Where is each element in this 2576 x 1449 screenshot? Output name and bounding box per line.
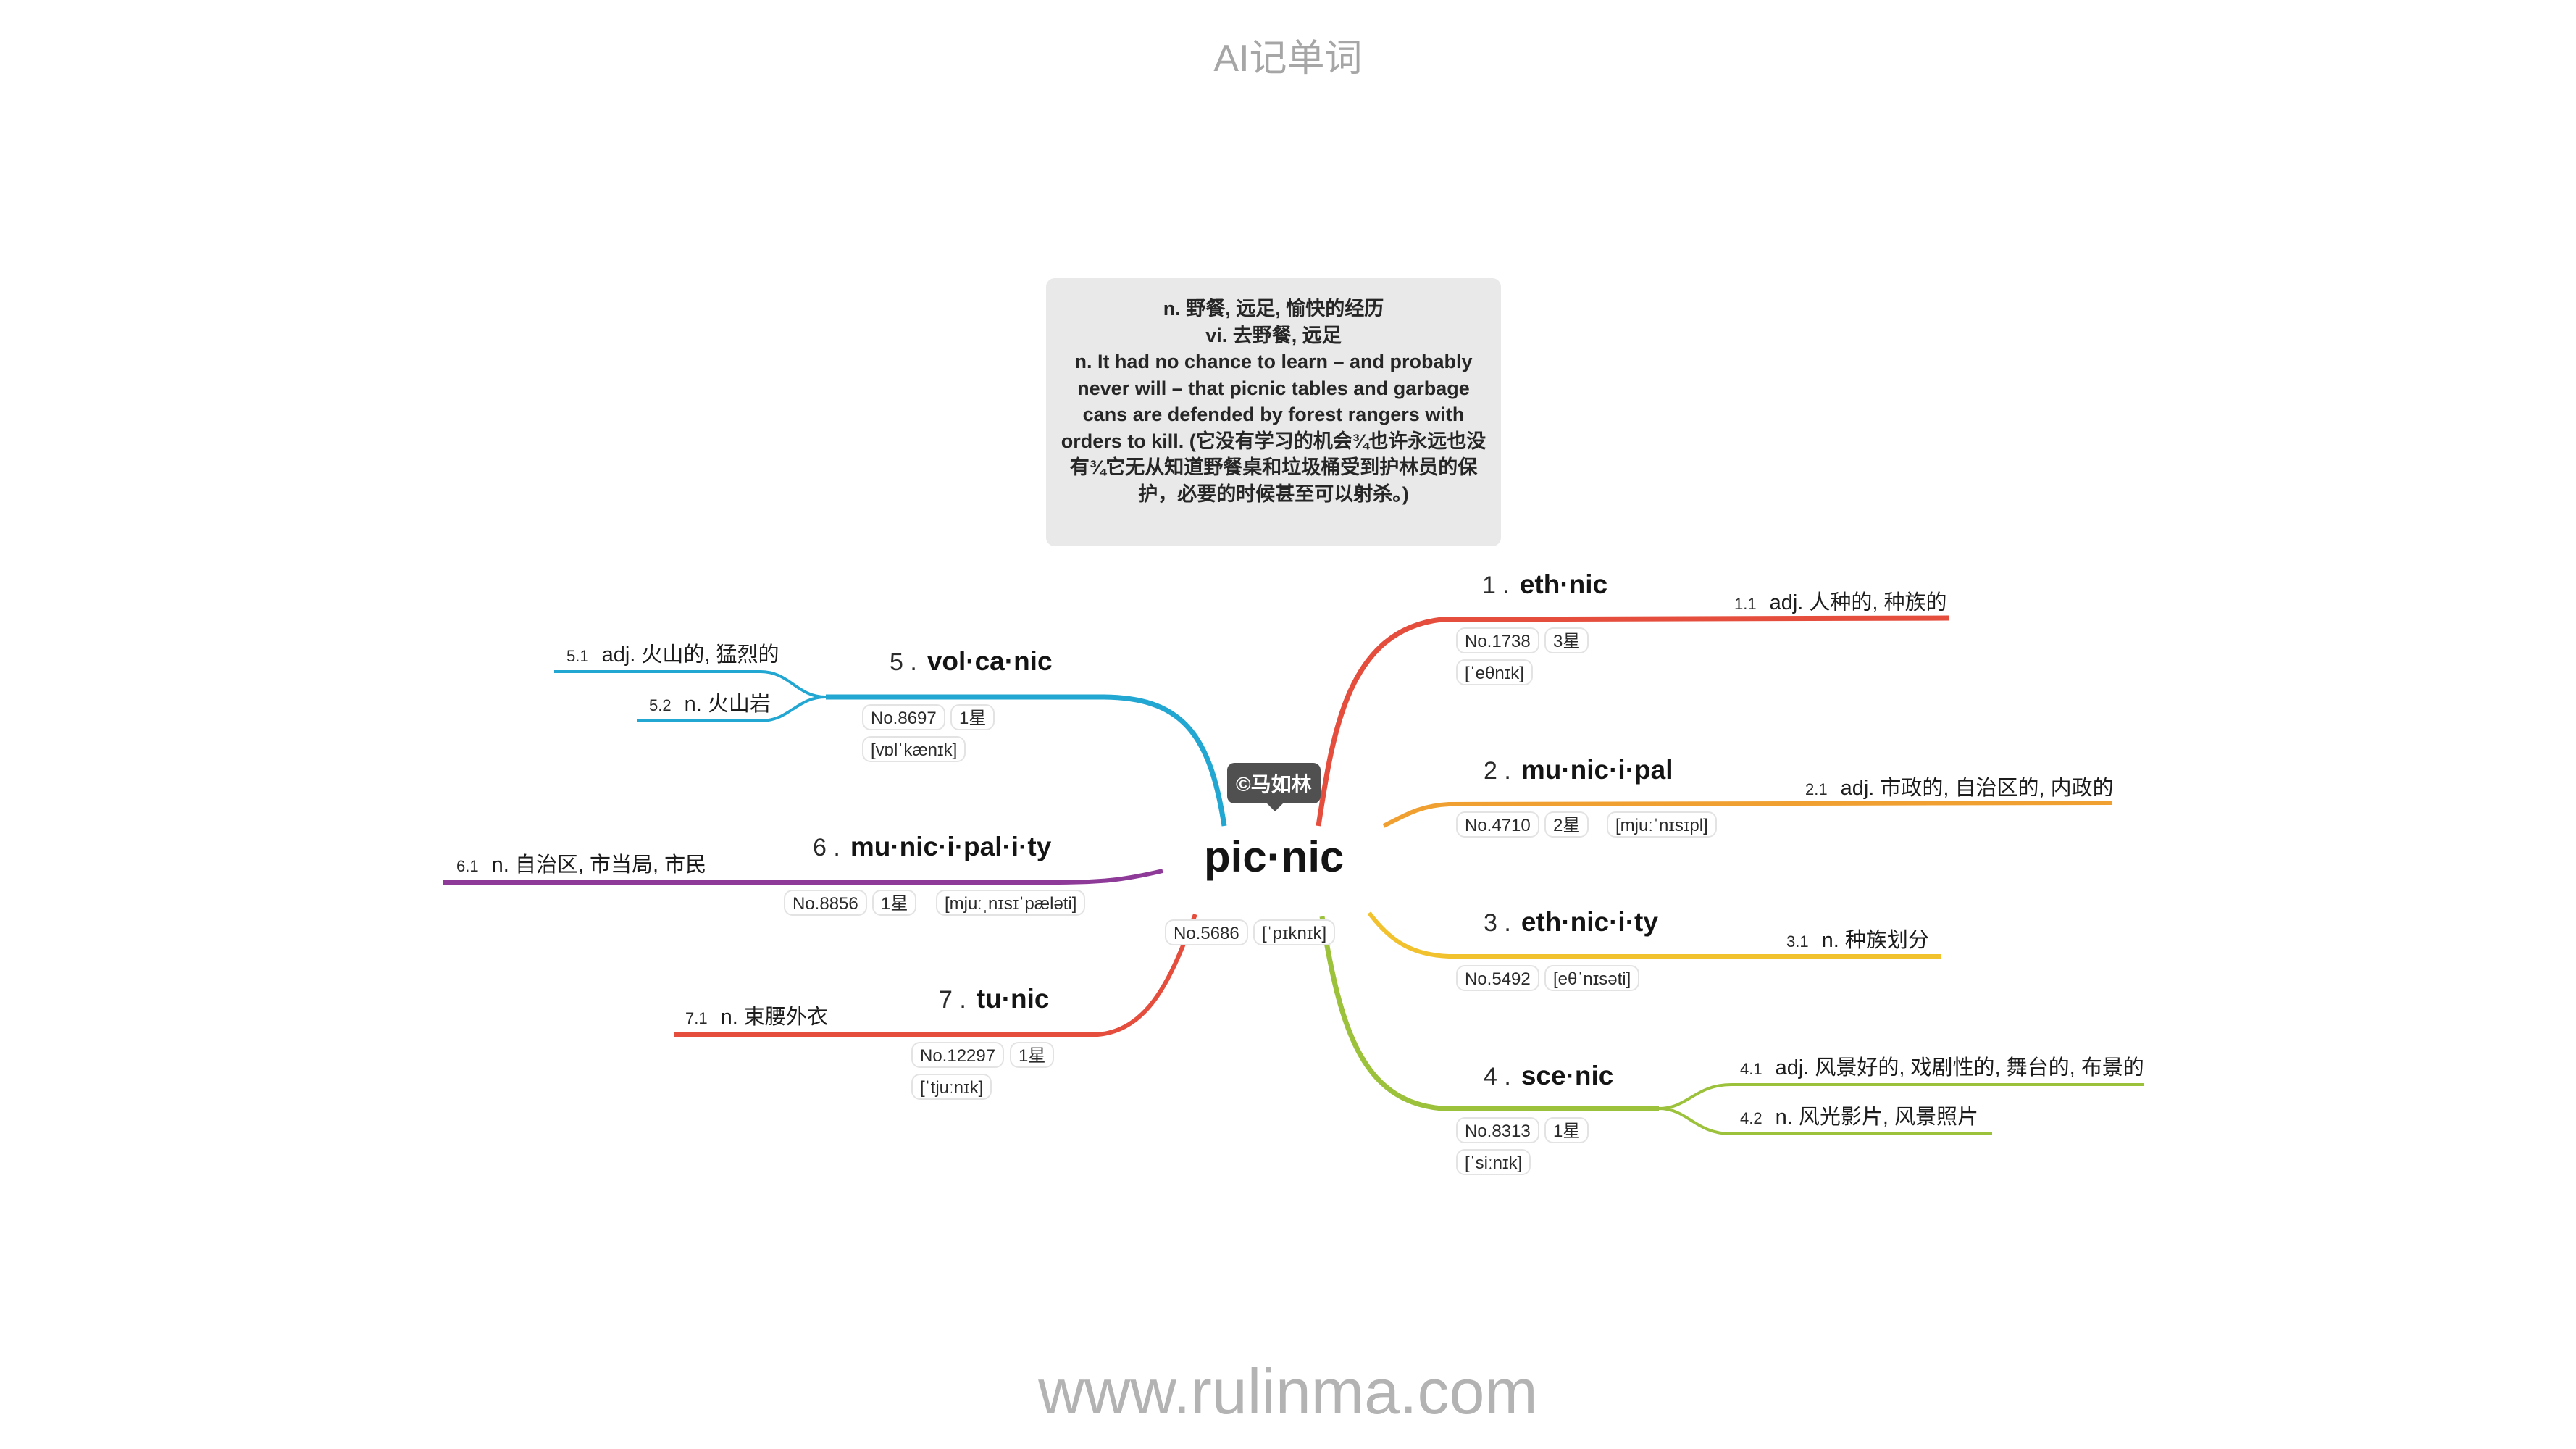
definition-text: adj. 火山的, 猛烈的 bbox=[601, 643, 779, 667]
branch-4-definition-1: 4.1 adj. 风景好的, 戏剧性的, 舞台的, 布景的 bbox=[1740, 1051, 2144, 1081]
branch-7-label: tu·nic bbox=[976, 984, 1050, 1014]
branch-7-phonetic-badge: [ˈtjuːnɪk] bbox=[911, 1074, 992, 1100]
definition-number: 4.1 bbox=[1740, 1060, 1762, 1078]
footer-website: www.rulinma.com bbox=[1038, 1356, 1538, 1427]
branch-2-definition-1: 2.1 adj. 市政的, 自治区的, 内政的 bbox=[1805, 771, 2114, 801]
branch-1-no-badge: No.1738 bbox=[1456, 627, 1539, 653]
definition-number: 5.1 bbox=[566, 647, 589, 665]
center-phonetic-badge: [ˈpɪknɪk] bbox=[1253, 919, 1336, 945]
connector-4-1 bbox=[1658, 1083, 2144, 1110]
note-line: vi. 去野餐, 远足 bbox=[1205, 324, 1342, 346]
branch-4-no-badge: No.8313 bbox=[1456, 1117, 1539, 1143]
branch-3-label: eth·nic·i·ty bbox=[1521, 907, 1658, 937]
connector-5-1 bbox=[554, 670, 827, 698]
branch-7-number: 7 . bbox=[939, 986, 966, 1014]
branch-5-label: vol·ca·nic bbox=[927, 646, 1053, 676]
definition-text: n. 种族划分 bbox=[1821, 929, 1929, 952]
branch-6-no-badge: No.8856 bbox=[784, 890, 867, 916]
branch-1-word: 1 . eth·nic bbox=[1482, 569, 1607, 600]
branch-3-word: 3 . eth·nic·i·ty bbox=[1484, 907, 1658, 938]
branch-3-definition-1: 3.1 n. 种族划分 bbox=[1786, 923, 1929, 953]
branch-4-stars-badge: 1星 bbox=[1544, 1117, 1589, 1143]
connector-5-2 bbox=[637, 696, 827, 722]
branch-6-stars-badge: 1星 bbox=[872, 890, 917, 916]
branch-7-definition-1: 7.1 n. 束腰外衣 bbox=[685, 1000, 828, 1030]
branch-5-stars-badge: 1星 bbox=[950, 704, 995, 730]
center-word: pic·nic bbox=[1204, 832, 1345, 881]
branch-6-phonetic-badge: [mjuːˌnɪsɪˈpæləti] bbox=[936, 890, 1086, 916]
connector-4 bbox=[1319, 916, 1659, 1111]
branch-4-definition-2: 4.2 n. 风光影片, 风景照片 bbox=[1740, 1100, 1978, 1130]
branch-4-label: sce·nic bbox=[1521, 1061, 1614, 1090]
branch-6-word: 6 . mu·nic·i·pal·i·ty bbox=[813, 832, 1051, 862]
branch-3-no-badge: No.5492 bbox=[1456, 965, 1539, 991]
definition-number: 4.2 bbox=[1740, 1109, 1762, 1127]
branch-1-stars-badge: 3星 bbox=[1544, 627, 1589, 653]
definition-number: 5.2 bbox=[649, 696, 672, 714]
branch-2-number: 2 . bbox=[1484, 757, 1511, 785]
branch-4-number: 4 . bbox=[1484, 1063, 1511, 1090]
branch-6-number: 6 . bbox=[813, 834, 840, 861]
definition-number: 6.1 bbox=[456, 857, 479, 875]
branch-5-number: 5 . bbox=[890, 648, 917, 676]
branch-6-definition-1: 6.1 n. 自治区, 市当局, 市民 bbox=[456, 848, 706, 878]
note-line: n. 野餐, 远足, 愉快的经历 bbox=[1163, 298, 1384, 320]
definition-text: adj. 市政的, 自治区的, 内政的 bbox=[1840, 777, 2114, 800]
definition-text: n. 自治区, 市当局, 市民 bbox=[491, 853, 707, 877]
branch-1-definition-1: 1.1 adj. 人种的, 种族的 bbox=[1734, 585, 1947, 616]
definition-number: 7.1 bbox=[685, 1009, 708, 1027]
author-badge-pointer bbox=[1265, 801, 1285, 811]
branch-7-word: 7 . tu·nic bbox=[939, 984, 1050, 1014]
branch-1-label: eth·nic bbox=[1519, 569, 1608, 599]
branch-5-no-badge: No.8697 bbox=[862, 704, 945, 730]
note-line: n. It had no chance to learn – and proba… bbox=[1061, 351, 1486, 505]
branch-3-phonetic-badge: [eθˈnɪsəti] bbox=[1544, 965, 1640, 991]
branch-2-phonetic-badge: [mjuːˈnɪsɪpl] bbox=[1607, 811, 1717, 838]
author-badge: ©马如林 bbox=[1227, 763, 1321, 803]
definition-text: n. 束腰外衣 bbox=[720, 1006, 828, 1029]
center-no-badge: No.5686 bbox=[1165, 919, 1248, 945]
connector-5 bbox=[826, 694, 1227, 827]
branch-7-no-badge: No.12297 bbox=[911, 1042, 1005, 1068]
branch-2-no-badge: No.4710 bbox=[1456, 811, 1539, 838]
branch-5-phonetic-badge: [vɒlˈkænɪk] bbox=[862, 736, 966, 762]
connector-1 bbox=[1316, 615, 1949, 827]
connector-4-2 bbox=[1658, 1107, 1992, 1135]
branch-1-phonetic-badge: [ˈeθnɪk] bbox=[1456, 659, 1533, 685]
definition-text: n. 风光影片, 风景照片 bbox=[1775, 1106, 1978, 1129]
branch-5-definition-2: 5.2 n. 火山岩 bbox=[649, 687, 771, 717]
branch-4-phonetic-badge: [ˈsiːnɪk] bbox=[1456, 1149, 1531, 1175]
definition-note: n. 野餐, 远足, 愉快的经历 vi. 去野餐, 远足 n. It had n… bbox=[1046, 278, 1501, 546]
definition-text: adj. 风景好的, 戏剧性的, 舞台的, 布景的 bbox=[1775, 1056, 2144, 1080]
branch-5-definition-1: 5.1 adj. 火山的, 猛烈的 bbox=[566, 638, 779, 668]
branch-2-word: 2 . mu·nic·i·pal bbox=[1484, 755, 1673, 785]
branch-7-stars-badge: 1星 bbox=[1010, 1042, 1055, 1068]
branch-2-stars-badge: 2星 bbox=[1544, 811, 1589, 838]
branch-6-label: mu·nic·i·pal·i·ty bbox=[850, 832, 1052, 861]
branch-5-word: 5 . vol·ca·nic bbox=[890, 646, 1053, 677]
connector-3 bbox=[1367, 911, 1941, 959]
definition-text: n. 火山岩 bbox=[684, 693, 771, 716]
definition-number: 1.1 bbox=[1734, 595, 1757, 613]
branch-1-number: 1 . bbox=[1482, 572, 1510, 599]
connector-2 bbox=[1382, 801, 2112, 828]
branch-3-number: 3 . bbox=[1484, 909, 1511, 937]
definition-number: 2.1 bbox=[1805, 780, 1828, 798]
definition-text: adj. 人种的, 种族的 bbox=[1769, 591, 1947, 614]
connector-6 bbox=[443, 869, 1163, 885]
definition-number: 3.1 bbox=[1786, 932, 1809, 951]
branch-2-label: mu·nic·i·pal bbox=[1521, 755, 1673, 785]
branch-4-word: 4 . sce·nic bbox=[1484, 1061, 1613, 1091]
page-title: AI记单词 bbox=[1213, 38, 1363, 80]
